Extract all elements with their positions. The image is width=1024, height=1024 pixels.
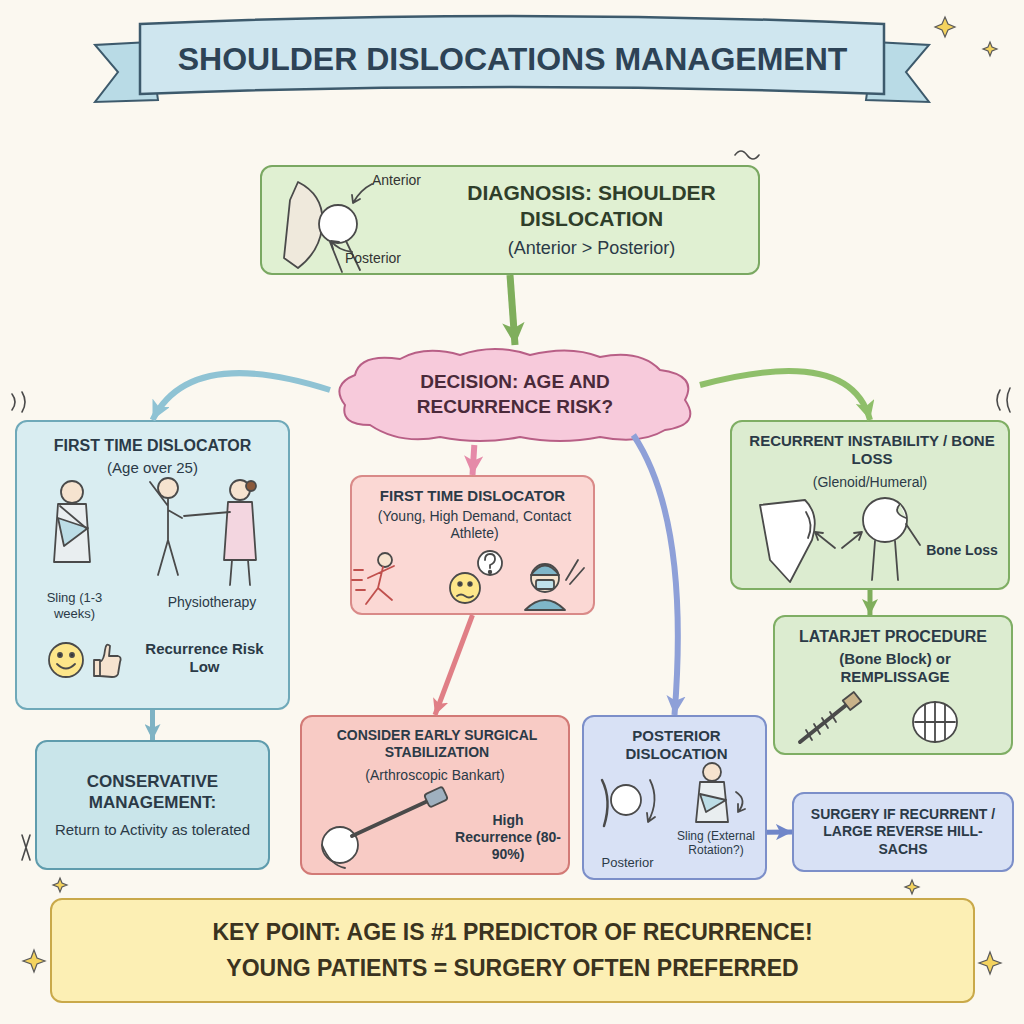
node-text: SURGERY IF RECURRENT / LARGE REVERSE HIL… xyxy=(804,806,1002,859)
node-text: CONSERVATIVE MANAGEMENT: xyxy=(47,771,258,814)
star xyxy=(935,17,955,37)
node-text: Recurrence Risk Low xyxy=(137,640,272,676)
node-text: (Age over 25) xyxy=(17,459,288,477)
node-text: RECURRENT INSTABILITY / BONE LOSS xyxy=(742,432,1002,468)
ribbon-band xyxy=(140,16,884,94)
node-text: Posterior xyxy=(590,855,665,871)
process-box: RECURRENT INSTABILITY / BONE LOSS (Glenoi… xyxy=(730,420,1010,590)
node-text: YOUNG PATIENTS = SURGERY OFTEN PREFERRED xyxy=(226,955,798,983)
squiggle xyxy=(22,835,30,860)
connector xyxy=(700,371,870,420)
connector xyxy=(767,830,792,835)
process-box: FIRST TIME DISLOCATOR (Young, High Demand… xyxy=(350,475,595,615)
squiggle xyxy=(12,392,25,412)
outcome-box: CONSERVATIVE MANAGEMENT: Return to Activi… xyxy=(35,740,270,870)
decision-cloud: DECISION: AGE AND RECURRENCE RISK? xyxy=(330,345,700,445)
cloud-outline xyxy=(330,345,700,445)
node-text: POSTERIOR DISLOCATION xyxy=(589,727,764,763)
outcome-box: CONSIDER EARLY SURGICAL STABILIZATION (Ar… xyxy=(300,715,570,875)
node-text: (Young, High Demand, Contact Athlete) xyxy=(362,508,587,542)
node-text: DIAGNOSIS: SHOULDER DISLOCATION xyxy=(437,180,746,233)
key-point-banner: KEY POINT: AGE IS #1 PREDICTOR OF RECURR… xyxy=(50,898,975,1003)
ribbon-tail xyxy=(866,42,929,102)
node-text: Sling (External Rotation?) xyxy=(668,829,764,858)
node-text: (Glenoid/Humeral) xyxy=(732,474,1008,491)
node-text: (Bone Block) or REMPLISSAGE xyxy=(815,650,975,686)
connector xyxy=(150,710,155,740)
node-text: Bone Loss xyxy=(920,542,1004,559)
node-text: KEY POINT: AGE IS #1 PREDICTOR OF RECURR… xyxy=(212,919,812,947)
part-label: Posterior xyxy=(345,250,401,266)
node-text: Physiotherapy xyxy=(142,594,282,611)
star xyxy=(905,880,919,894)
node-text: DECISION: AGE AND RECURRENCE RISK? xyxy=(362,370,668,419)
node-text: CONSIDER EARLY SURGICAL STABILIZATION xyxy=(312,727,562,761)
connector xyxy=(867,590,872,615)
star xyxy=(53,878,67,892)
part-label: Anterior xyxy=(372,172,421,188)
connector xyxy=(435,615,473,715)
diagnosis-box: DIAGNOSIS: SHOULDER DISLOCATION (Anterior… xyxy=(260,165,760,275)
node-text: LATARJET PROCEDURE xyxy=(775,627,1011,646)
squiggle xyxy=(997,388,1010,412)
ribbon-tail xyxy=(95,42,158,102)
node-text: Sling (1-3 weeks) xyxy=(27,590,122,621)
star xyxy=(979,952,1001,974)
outcome-box: LATARJET PROCEDURE (Bone Block) or REMPLI… xyxy=(773,615,1013,755)
node-text: High Recurrence (80-90%) xyxy=(452,812,564,862)
process-box: POSTERIOR DISLOCATION PosteriorSling (Ext… xyxy=(582,715,767,880)
connector xyxy=(510,275,515,345)
squiggle xyxy=(735,151,759,159)
star xyxy=(983,42,997,56)
connector xyxy=(153,373,331,420)
connector xyxy=(633,435,677,715)
cloud-shape xyxy=(339,349,690,441)
node-text: FIRST TIME DISLOCATOR xyxy=(17,436,288,455)
star xyxy=(23,950,45,972)
node-text: (Arthroscopic Bankart) xyxy=(302,767,568,784)
title-text: SHOULDER DISLOCATIONS MANAGEMENT xyxy=(150,28,875,90)
process-box: FIRST TIME DISLOCATOR (Age over 25) Sling … xyxy=(15,420,290,710)
node-text: FIRST TIME DISLOCATOR xyxy=(352,487,593,505)
connector xyxy=(473,445,475,475)
outcome-box: SURGERY IF RECURRENT / LARGE REVERSE HIL… xyxy=(792,792,1014,872)
node-text: (Anterior > Posterior) xyxy=(508,238,676,260)
node-text: Return to Activity as tolerated xyxy=(55,821,250,839)
